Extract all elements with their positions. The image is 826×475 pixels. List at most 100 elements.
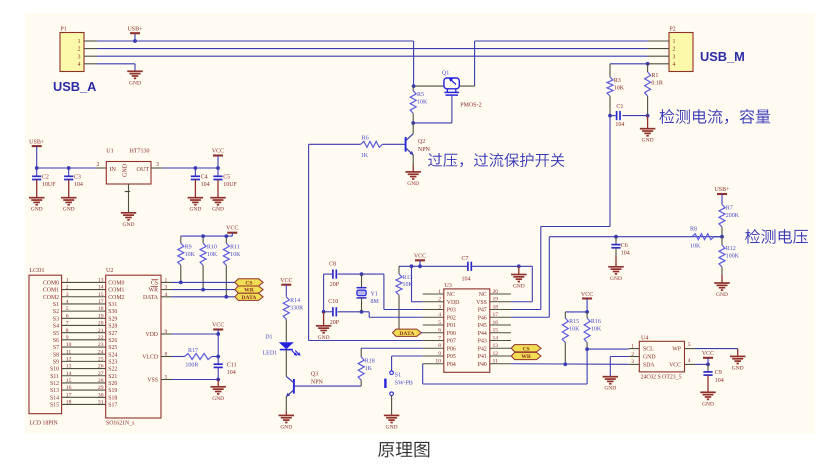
svg-text:GND: GND	[732, 365, 744, 371]
svg-text:C3: C3	[74, 175, 81, 181]
svg-text:COM2: COM2	[108, 295, 124, 301]
svg-text:CS: CS	[245, 281, 252, 287]
svg-text:S19: S19	[108, 388, 117, 394]
svg-text:104: 104	[621, 251, 630, 257]
svg-text:24: 24	[98, 349, 104, 355]
svg-text:P1: P1	[61, 27, 67, 33]
svg-text:10UF: 10UF	[42, 182, 56, 188]
svg-text:1: 1	[631, 343, 634, 349]
svg-text:31: 31	[98, 400, 104, 406]
svg-text:NC: NC	[479, 292, 487, 298]
svg-text:P05: P05	[447, 354, 456, 360]
svg-text:P07: P07	[447, 339, 456, 345]
svg-text:S18: S18	[108, 395, 117, 401]
svg-text:VLCD: VLCD	[142, 355, 158, 361]
svg-text:DATA: DATA	[241, 295, 256, 301]
svg-text:S17: S17	[108, 403, 117, 409]
svg-text:VCC: VCC	[212, 323, 224, 329]
svg-text:GND: GND	[604, 386, 616, 392]
svg-text:17: 17	[98, 299, 104, 305]
svg-text:USB_M: USB_M	[700, 49, 745, 64]
svg-text:17: 17	[66, 392, 72, 398]
svg-text:15: 15	[493, 328, 499, 334]
svg-text:Q3: Q3	[311, 372, 318, 378]
svg-text:S4: S4	[53, 324, 59, 330]
svg-text:200K: 200K	[726, 213, 740, 219]
svg-text:WR: WR	[149, 288, 158, 294]
svg-text:R6: R6	[362, 136, 369, 142]
svg-text:104: 104	[74, 182, 83, 188]
svg-text:SO1621N_s: SO1621N_s	[106, 421, 135, 427]
svg-text:P41: P41	[478, 354, 487, 360]
svg-text:U2: U2	[106, 268, 113, 274]
svg-text:P00: P00	[447, 331, 456, 337]
svg-text:COM1: COM1	[43, 288, 59, 294]
svg-text:DATA: DATA	[143, 295, 159, 301]
svg-text:S1: S1	[395, 373, 401, 379]
svg-text:S13: S13	[50, 388, 59, 394]
svg-text:6: 6	[66, 313, 69, 319]
svg-text:P02: P02	[447, 315, 456, 321]
svg-text:VCC: VCC	[669, 363, 681, 369]
svg-text:R18: R18	[365, 358, 375, 364]
svg-text:5: 5	[66, 306, 69, 312]
svg-text:10K: 10K	[569, 327, 580, 333]
svg-text:OUT: OUT	[137, 166, 150, 173]
svg-text:27: 27	[98, 371, 104, 377]
svg-text:1: 1	[78, 39, 81, 45]
svg-text:GND: GND	[318, 335, 330, 341]
svg-text:S10: S10	[50, 367, 59, 373]
svg-text:S25: S25	[108, 345, 117, 351]
svg-text:S8: S8	[53, 352, 59, 358]
svg-text:1K: 1K	[361, 153, 369, 159]
svg-text:GND: GND	[386, 424, 398, 430]
svg-text:GND: GND	[642, 138, 654, 144]
svg-text:104: 104	[715, 378, 724, 384]
svg-text:R17: R17	[188, 348, 198, 354]
svg-text:S31: S31	[108, 302, 117, 308]
svg-text:2: 2	[438, 297, 441, 303]
svg-text:10K: 10K	[614, 86, 625, 92]
svg-text:C8: C8	[329, 262, 336, 268]
svg-text:4: 4	[165, 292, 168, 298]
svg-text:24C02 S OT23_5: 24C02 S OT23_5	[641, 375, 682, 381]
svg-text:3: 3	[66, 292, 69, 298]
svg-text:CS: CS	[523, 346, 530, 352]
svg-text:VCC: VCC	[280, 278, 292, 284]
svg-text:C4: C4	[201, 175, 208, 181]
svg-text:VCC: VCC	[212, 149, 224, 155]
svg-text:23: 23	[98, 342, 104, 348]
svg-text:GND: GND	[280, 424, 292, 430]
svg-text:S6: S6	[53, 338, 59, 344]
svg-text:10K: 10K	[207, 252, 218, 258]
svg-text:U1: U1	[106, 149, 113, 155]
svg-text:C5: C5	[223, 175, 230, 181]
svg-text:Y1: Y1	[371, 291, 378, 297]
svg-text:4: 4	[78, 62, 81, 68]
svg-text:10K: 10K	[403, 282, 414, 288]
svg-text:R16: R16	[591, 319, 601, 325]
svg-text:16: 16	[493, 320, 499, 326]
svg-text:HT7130: HT7130	[130, 149, 150, 155]
svg-text:S3: S3	[53, 316, 59, 322]
svg-text:R9: R9	[185, 244, 192, 250]
svg-text:S1: S1	[53, 302, 59, 308]
svg-text:14: 14	[493, 335, 499, 341]
svg-text:14: 14	[98, 285, 104, 291]
svg-text:29: 29	[98, 385, 104, 391]
svg-text:LCD1: LCD1	[30, 268, 45, 274]
svg-text:1: 1	[673, 39, 676, 45]
svg-text:13: 13	[98, 278, 104, 284]
svg-text:WR: WR	[244, 288, 255, 294]
svg-text:C2: C2	[42, 175, 49, 181]
svg-text:14: 14	[66, 371, 72, 377]
svg-text:GND: GND	[129, 80, 141, 86]
svg-text:7: 7	[438, 335, 441, 341]
svg-text:18: 18	[98, 306, 104, 312]
svg-text:3: 3	[156, 162, 159, 168]
svg-text:R10: R10	[207, 244, 217, 250]
svg-text:11: 11	[493, 359, 499, 365]
svg-text:C1: C1	[616, 104, 623, 110]
svg-text:VDD: VDD	[447, 300, 460, 306]
svg-text:10UF: 10UF	[223, 182, 237, 188]
